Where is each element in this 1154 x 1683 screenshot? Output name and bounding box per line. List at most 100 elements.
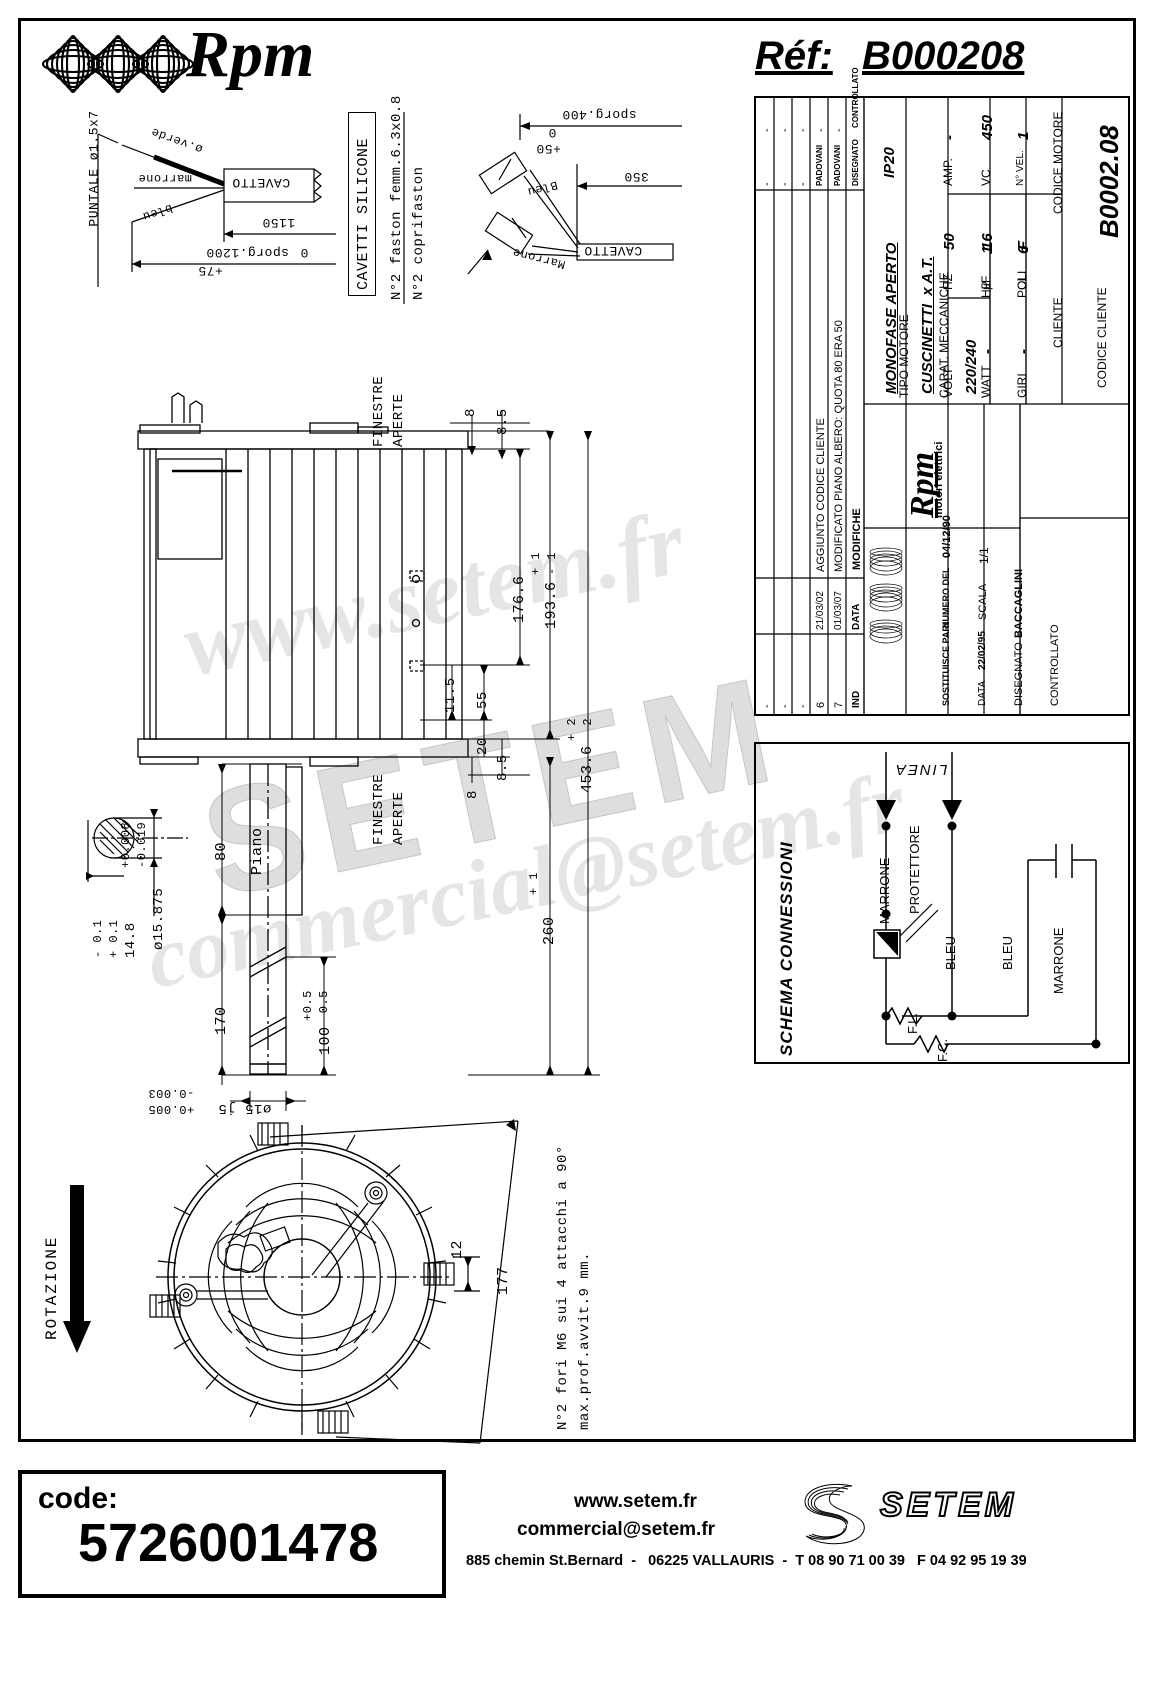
title-block: IND DATA MODIFICHE DISEGNATO CONTROLLATO…	[754, 67, 1130, 716]
numero-label: NUMERO DEL	[941, 567, 951, 629]
dim-20: 20	[475, 737, 491, 755]
dim-100: 100	[317, 1026, 334, 1055]
bleu-1-label: BLEU	[943, 936, 958, 970]
wire-marrone-label: marrone	[138, 171, 192, 185]
fan-note-line2: max.prof.avvit.9 mm.	[577, 1251, 593, 1430]
protettore-label: PROTETTORE	[907, 825, 922, 914]
shaft-end-tol-plus: +0.005	[148, 1102, 195, 1116]
dim-260-tol: + 1	[527, 871, 541, 895]
dim-8-bottom: 8	[465, 790, 481, 799]
numero-value: 04/12/90	[941, 515, 953, 558]
fl-label: F.L.	[905, 1013, 920, 1034]
volt-value: 220/240	[963, 339, 980, 394]
sostituisce-label: SOSTITUISCE PARI	[941, 622, 951, 706]
finestre-top-label: FINESTRE	[371, 375, 387, 447]
dim-8-top: 8	[463, 408, 479, 417]
tipo-motore-value: MONOFASE APERTO	[883, 242, 900, 394]
linea-label: LINEA	[894, 761, 948, 778]
protezione-ip: IP20	[881, 147, 898, 178]
cavetto-label-left: CAVETTO	[232, 175, 291, 190]
cable-detail-left: PUNTALE ø1.5x7 ø.verde marrone bleu CAVE…	[46, 110, 336, 302]
rev-row-controllato-6: -	[815, 128, 827, 132]
rev-row-ind-3: -	[761, 704, 773, 708]
rev-header-modifiche: MODIFICHE	[851, 508, 863, 570]
schema-connessioni-svg	[873, 752, 1101, 1054]
rev-row-modifiche-6: AGGIUNTO CODICE CLIENTE	[815, 418, 827, 572]
dim-177: 177	[495, 1266, 512, 1295]
amp-value: -	[941, 135, 958, 140]
n-vel-label: N° VEL.	[1015, 150, 1026, 186]
cavetti-silicone-box	[348, 112, 376, 296]
rev-row-ind-4: -	[779, 704, 791, 708]
rev-header-data: DATA	[851, 603, 862, 630]
rev-row-disegnato-4: -	[779, 182, 791, 186]
rev-row-data-7: 01/03/07	[833, 591, 844, 630]
title-block-grid	[756, 98, 1128, 714]
footer-email: commercial@setem.fr	[517, 1519, 716, 1540]
cable-detail-left-svg	[97, 133, 336, 287]
rev-row-disegnato-3: -	[761, 182, 773, 186]
dim-350: 350	[624, 169, 649, 184]
hz-value: 50	[941, 233, 958, 250]
rev-row-controllato-4: -	[779, 128, 791, 132]
footer-address: 885 chemin St.Bernard - 06225 VALLAURIS …	[466, 1553, 1027, 1569]
amp-label: AMP.	[941, 158, 955, 186]
scala-label: SCALA	[977, 583, 989, 620]
rotazione-label: ROTAZIONE	[43, 1235, 61, 1340]
dim-1150: 1150	[262, 215, 296, 230]
code-box	[18, 1470, 446, 1598]
setem-logo	[790, 1478, 880, 1548]
shaft-dia-tol-plus: +0.008	[119, 821, 133, 868]
carat-meccaniche-value: CUSCINETTI x A.T.	[919, 256, 936, 394]
rev-header-disegnato: DISEGNATO	[851, 139, 860, 186]
bleu-2-label: BLEU	[1000, 936, 1015, 970]
shaft-end-dia: ø15 j5	[218, 1100, 272, 1116]
dim-100-tol-minus: -0.5	[317, 990, 331, 1021]
shaft-dia-label: ø15.875	[151, 887, 167, 950]
note-coprifaston: N°2 coprifaston	[411, 166, 427, 300]
footer-website: www.setem.fr	[574, 1491, 697, 1512]
disegnato-value: BACCAGLINI	[1013, 568, 1025, 638]
rev-row-data-6: 21/03/02	[815, 591, 826, 630]
rotazione-arrow-svg	[63, 1185, 91, 1353]
giri-label: GIRI	[1015, 373, 1029, 398]
title-block-rpm-logo	[868, 528, 904, 648]
marrone-out-label: MARRONE	[1051, 927, 1066, 994]
rev-row-disegnato-7: PADOVANI	[833, 144, 842, 186]
main-motor-svg	[137, 392, 600, 1111]
rpm-wordmark: Rpm	[186, 18, 315, 91]
dim-453-6-tol-minus: - 2	[581, 717, 595, 741]
dim-85-bottom: 8.5	[495, 754, 511, 781]
uf-value: 16	[979, 233, 996, 250]
rev-row-ind-6: 6	[815, 701, 827, 708]
dim-193-6-tol-minus: - 1	[545, 551, 559, 575]
key-tol-minus: - 0.1	[91, 919, 105, 958]
cl-value: F	[1015, 240, 1032, 250]
dim-453-6-tol-plus: + 2	[565, 717, 579, 741]
fc-label: F.C.	[935, 1038, 950, 1062]
dim-sporg-1200: sporg.1200	[206, 245, 290, 260]
title-block-brand-subtitle: motori elettrici	[933, 441, 945, 518]
dim-453-6: 453.6	[579, 745, 596, 793]
code-label: code:	[38, 1482, 119, 1515]
key-tol-plus: + 0.1	[107, 919, 121, 958]
dim-260: 260	[541, 916, 558, 945]
main-motor-view: FINESTRE APERTE FINESTRE APERTE 8 8.5 17…	[110, 375, 630, 1116]
codice-cliente-label: CODICE CLIENTE	[1095, 287, 1109, 388]
aperte-bottom-label: APERTE	[391, 791, 407, 845]
fan-note-line1: N°2 fori M6 sui 4 attacchi a 90°	[555, 1145, 571, 1430]
data-label: DATA	[977, 680, 988, 706]
shaft-section-svg	[86, 809, 188, 916]
rev-row-controllato-7: -	[833, 128, 845, 132]
ref-label: Réf:	[755, 34, 833, 78]
cl-label: CL.	[1015, 271, 1029, 290]
dim-170: 170	[213, 1006, 230, 1035]
dim-sporg-400: sporg.400	[562, 107, 637, 122]
fan-end-view: 12 177	[149, 1115, 550, 1445]
tol-1200-zero: 0	[300, 245, 309, 260]
rev-row-disegnato-5: -	[797, 182, 809, 186]
dim-176-6: 176.6	[511, 575, 528, 623]
dim-55: 55	[475, 691, 491, 709]
cliente-label: CLIENTE	[1051, 297, 1065, 348]
